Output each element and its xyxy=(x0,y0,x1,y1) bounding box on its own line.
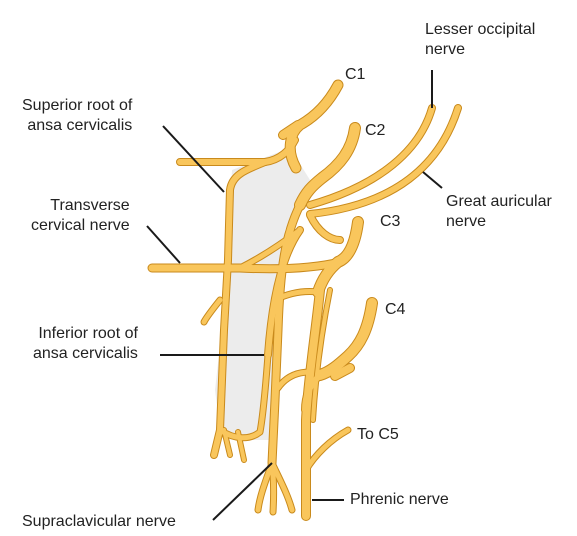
ansa-region xyxy=(215,148,310,440)
nerve-c3-loop xyxy=(307,212,343,243)
nerve-transverse-branch xyxy=(237,227,303,271)
leader-lines xyxy=(146,70,443,521)
nerve-supraclavicular-split-3 xyxy=(269,460,295,513)
label-transverse-cervical-nerve: Transverse cervical nerve xyxy=(31,197,130,234)
label-to-c5: To C5 xyxy=(357,426,399,443)
nerve-c4-branch xyxy=(275,369,313,391)
nerve-c4 xyxy=(315,298,377,380)
leader-great-auricular xyxy=(422,171,443,189)
label-phrenic-nerve: Phrenic nerve xyxy=(350,491,449,508)
nerve-c2-c3-link xyxy=(272,289,321,303)
leader-transverse-cervical xyxy=(146,225,181,264)
nerve-c4-stump xyxy=(331,364,354,380)
nerve-c2 xyxy=(295,123,360,210)
nerve-to-c5 xyxy=(303,427,351,473)
label-c2: C2 xyxy=(365,122,386,139)
nerve-superior-root-down xyxy=(225,159,268,263)
label-supraclavicular-nerve: Supraclavicular nerve xyxy=(22,513,176,530)
label-c4: C4 xyxy=(385,301,406,318)
nerve-group xyxy=(147,79,462,521)
leader-supraclavicular xyxy=(212,462,273,521)
nerve-phrenic xyxy=(302,286,324,520)
nerve-ansa-left-branch xyxy=(201,297,223,325)
label-c1: C1 xyxy=(345,66,366,83)
nerve-great-auricular xyxy=(307,105,461,217)
nerve-mid-descending xyxy=(311,288,332,422)
leader-superior-root xyxy=(162,125,225,193)
label-great-auricular-nerve: Great auricular nerve xyxy=(446,193,552,230)
label-lesser-occipital-nerve: Lesser occipital nerve xyxy=(425,21,536,58)
nerve-ansa-loop xyxy=(217,352,271,441)
label-c3: C3 xyxy=(380,213,401,230)
nerve-c1-stump xyxy=(279,121,302,139)
nerve-lesser-occipital xyxy=(307,105,435,208)
label-inferior-root-ansa-cervicalis: Inferior root of ansa cervicalis xyxy=(33,325,138,362)
nerve-descending-ansa xyxy=(211,257,231,458)
nerve-supraclavicular xyxy=(268,201,304,467)
label-superior-root-ansa-cervicalis: Superior root of ansa cervicalis xyxy=(22,97,133,134)
